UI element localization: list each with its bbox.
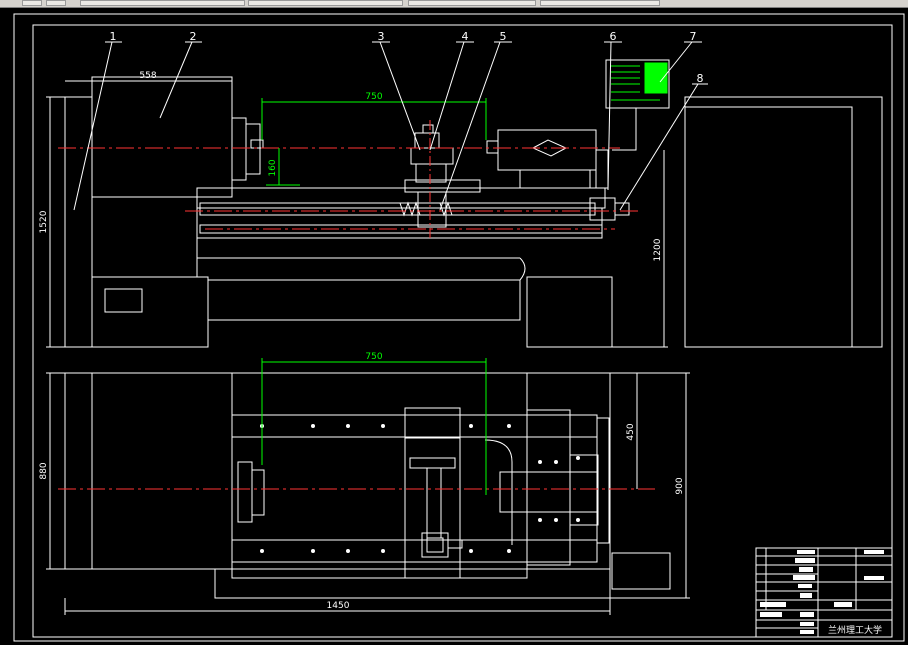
toolbar-button-2[interactable]: [46, 0, 66, 6]
panel-screen: [644, 62, 668, 94]
front-view: [58, 59, 883, 348]
tailstock-quill-top: [499, 471, 599, 513]
tailstock-bracket: [595, 149, 609, 189]
cabinet-door-left: [104, 288, 143, 313]
dim-1450-text: 1450: [327, 601, 350, 611]
toolbar-button-6[interactable]: [540, 0, 660, 6]
leader-2: [159, 41, 193, 119]
leader-6: [607, 41, 612, 191]
callouts: 1 2 3 4 5 6 7 8: [73, 30, 708, 211]
spring-left: [399, 201, 421, 217]
tailstock-end-plate: [596, 417, 610, 544]
rail-front: [231, 539, 598, 563]
compound-rest: [415, 163, 447, 183]
dim-1200-text: 1200: [653, 238, 663, 261]
rail-bolts: [260, 424, 580, 553]
chuck-face-top: [251, 469, 265, 516]
inner-border: [32, 24, 893, 638]
dimensions: 558 750 160 750 1520 1200 880 4: [39, 71, 690, 615]
cabinet-top: [611, 552, 671, 590]
leader-8: [619, 83, 699, 211]
callout-5: 5: [500, 30, 507, 43]
callout-7: 7: [690, 30, 697, 43]
top-view: [58, 372, 671, 599]
callout-2: 2: [190, 30, 197, 43]
toolbar-strip: [0, 0, 908, 8]
leader-3: [379, 41, 421, 151]
handwheel-top: [447, 539, 463, 549]
bed-outline: [231, 372, 528, 579]
callout-1: 1: [110, 30, 117, 43]
outer-border: [13, 13, 905, 642]
panel-buttons: [611, 65, 660, 101]
callout-8: 8: [697, 72, 704, 85]
chuck-face: [245, 123, 261, 175]
tailstock-block-top: [569, 454, 599, 526]
feed-rod: [199, 224, 603, 234]
dim-160-text: 160: [268, 159, 278, 176]
toolbar-button-5[interactable]: [408, 0, 536, 6]
school-name: 兰州理工大学: [828, 624, 882, 636]
control-panel: [605, 59, 670, 109]
dim-750-top-text: 750: [365, 352, 382, 362]
base-left-plate: [64, 96, 93, 348]
headstock-body: [91, 76, 233, 198]
carriage-top-body: [404, 437, 461, 579]
toolbar-button-4[interactable]: [248, 0, 403, 6]
carriage-apron: [417, 191, 447, 228]
chuck-top: [237, 461, 253, 523]
tailstock-base: [519, 169, 591, 189]
dim-558-text: 558: [139, 71, 156, 81]
tool-post-handle: [422, 124, 434, 134]
callout-6: 6: [610, 30, 617, 43]
leadscrew: [199, 202, 596, 216]
dim-880-text: 880: [39, 462, 49, 479]
dim-450-text: 450: [626, 423, 636, 440]
bed-chip-pan: [208, 257, 526, 281]
bed-pan-lower: [207, 280, 521, 321]
carriage-top-rear: [404, 407, 461, 439]
cross-slide: [410, 147, 454, 165]
leader-1: [73, 41, 113, 211]
tailstock-top: [526, 409, 571, 566]
tailstock-center: [486, 140, 499, 154]
cross-slide-top: [409, 457, 456, 469]
rail-rear: [231, 414, 598, 438]
base-cabinet-right: [526, 276, 613, 348]
dim-1520-text: 1520: [39, 210, 49, 233]
bed-body: [196, 207, 603, 239]
toolbar-button-3[interactable]: [80, 0, 245, 6]
callout-4: 4: [462, 30, 469, 43]
leader-4: [429, 41, 465, 151]
base-front-step: [65, 568, 611, 599]
tool-holder-top: [421, 532, 449, 558]
title-block-fills: [760, 550, 884, 634]
leader-5: [439, 41, 501, 211]
lathe-assembly-drawing: 558 750 160 750 1520 1200 880 4: [13, 13, 905, 642]
callout-3: 3: [378, 30, 385, 43]
tool-holder-inner: [426, 537, 444, 553]
dim-750-front-text: 750: [365, 92, 382, 102]
toolbar-button-1[interactable]: [22, 0, 42, 6]
tailstock-quill-housing: [497, 129, 597, 171]
tool-slide-top: [426, 467, 442, 539]
chuck-jaw: [250, 139, 264, 149]
coolant-hose: [484, 439, 513, 545]
panel-arm: [612, 108, 637, 151]
dim-900-text: 900: [675, 477, 685, 494]
leadscrew-end-nut: [614, 202, 630, 216]
chuck-body: [231, 117, 247, 181]
electrical-cabinet-door: [684, 106, 853, 348]
title-block: 兰州理工大学: [755, 547, 893, 638]
leader-7: [659, 41, 693, 83]
title-block-frame: [755, 547, 893, 638]
headstock-lower: [91, 196, 198, 278]
